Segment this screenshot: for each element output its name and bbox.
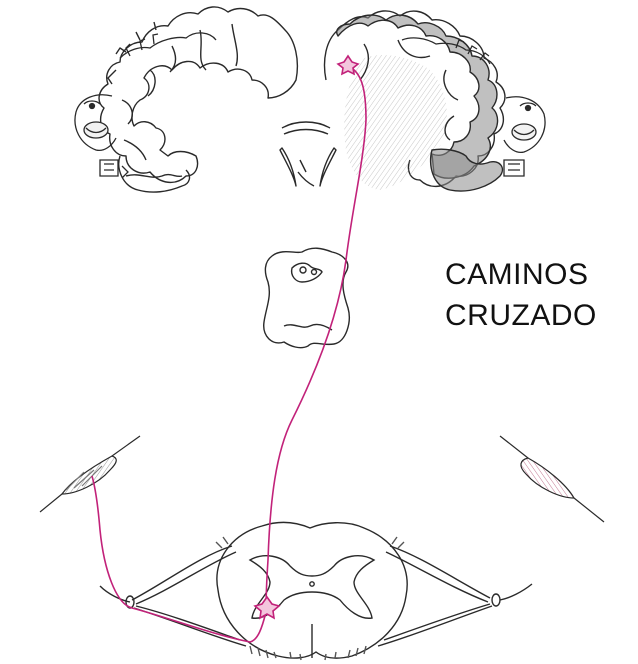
right-ganglion	[492, 594, 500, 606]
spinal-cord-section	[100, 522, 532, 660]
pathway-label-line-1: CAMINOS	[445, 258, 589, 292]
left-dorsal-root	[132, 546, 236, 604]
right-temporal-lobe	[431, 149, 503, 191]
left-muscle	[40, 436, 140, 512]
left-sulci	[122, 24, 237, 160]
central-canal	[310, 582, 314, 586]
brain-section	[99, 7, 505, 192]
third-ventricle	[298, 160, 314, 186]
right-dorsal-root	[386, 546, 490, 602]
left-ventricle	[280, 148, 296, 186]
corpus-callosum	[282, 122, 330, 134]
pathway-label-line-2: CRUZADO	[445, 299, 597, 333]
lower-motor-neuron-cell	[255, 597, 279, 618]
lower-motor-neuron-axon	[92, 476, 266, 642]
right-muscle	[500, 436, 604, 522]
left-face-homunculus	[75, 95, 128, 178]
fourth-ventricle	[292, 263, 322, 282]
left-temporal-lobe	[119, 156, 190, 192]
right-face-homunculus	[504, 97, 545, 176]
right-ventricle	[320, 148, 336, 186]
brainstem-section	[264, 248, 349, 347]
